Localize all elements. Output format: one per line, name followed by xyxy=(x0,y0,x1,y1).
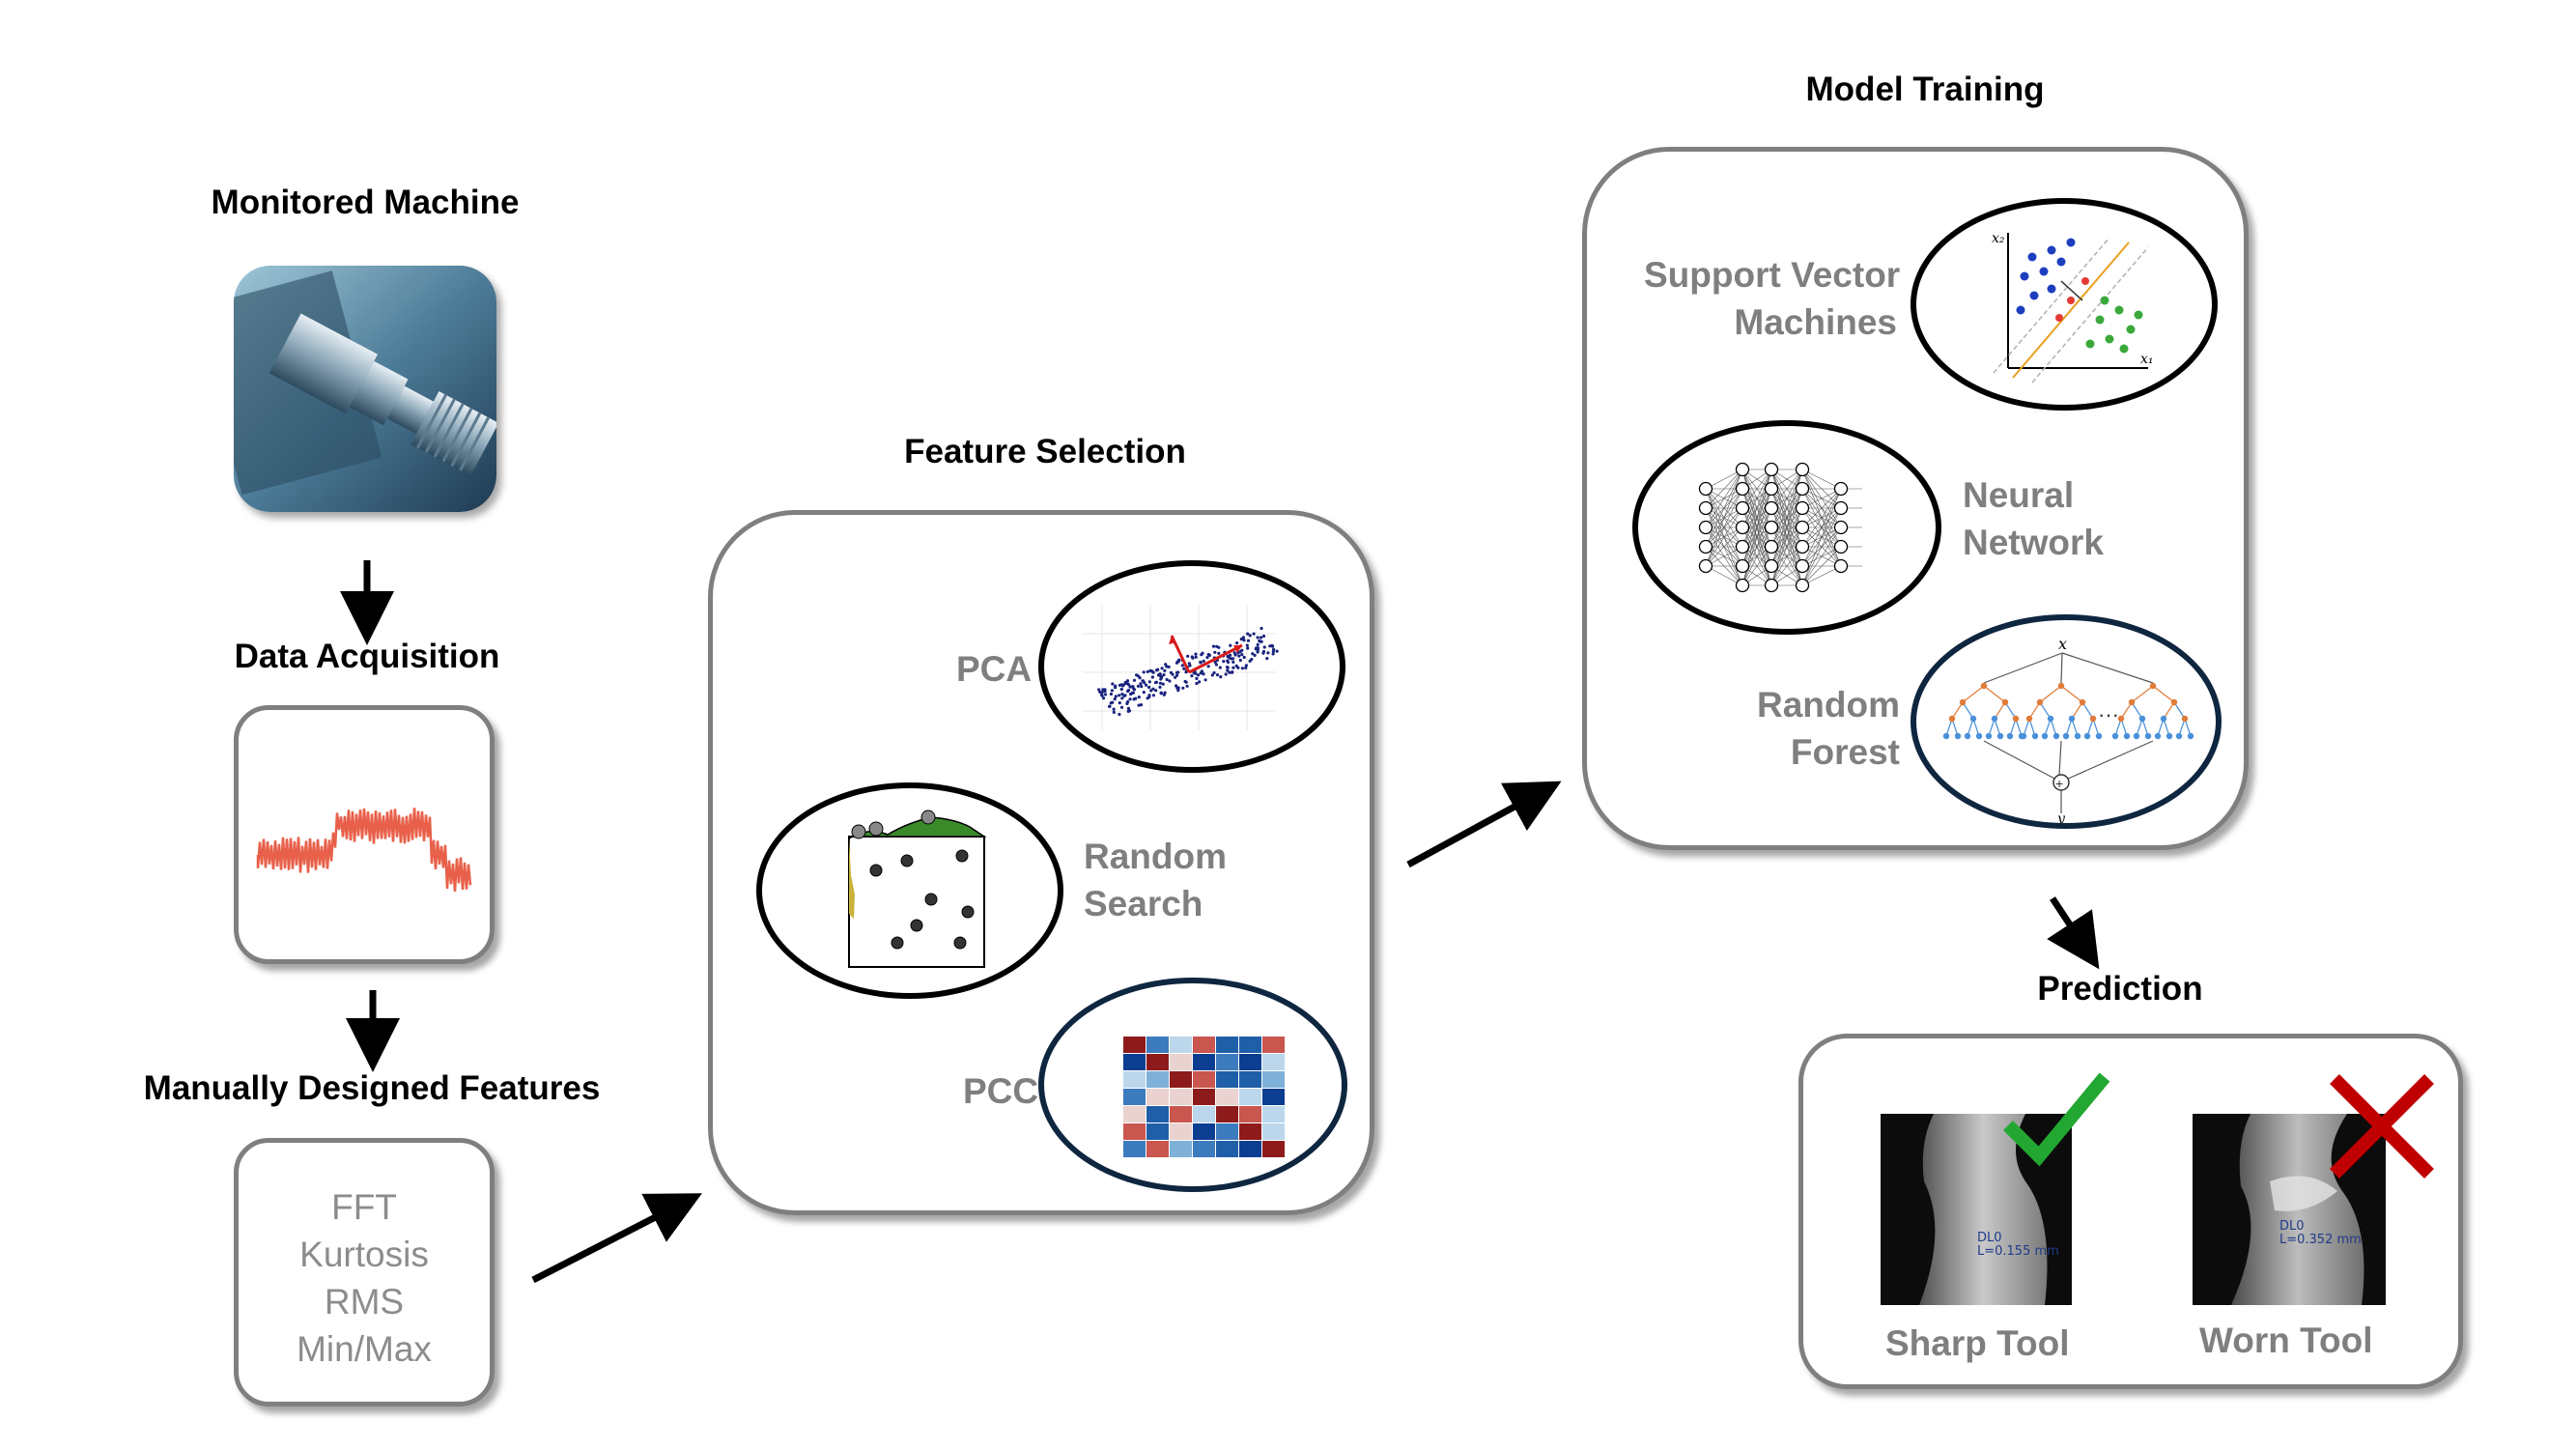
monitored-machine-title: Monitored Machine xyxy=(211,184,520,221)
svg-text:DL0: DL0 xyxy=(2279,1219,2305,1234)
svg-text:x: x xyxy=(2058,635,2067,653)
random-forest-oval: x ··· + y xyxy=(1911,614,2222,829)
pcc-label: PCC xyxy=(963,1071,1039,1111)
manual-features-box: FFT Kurtosis RMS Min/Max xyxy=(234,1138,495,1406)
pcc-heatmap-icon xyxy=(1123,1037,1285,1157)
prediction-box: DL0 L=0.155 mm Sharp Tool DL0 L=0.352 mm… xyxy=(1798,1034,2463,1389)
lathe-machine-image xyxy=(234,266,496,512)
signal-box xyxy=(234,705,495,964)
svg-text:···: ··· xyxy=(2098,702,2119,726)
random-forest-label: Random Forest xyxy=(1757,685,1900,772)
random-search-label: Random Search xyxy=(1084,837,1227,923)
neural-network-icon xyxy=(1698,462,1862,593)
random-search-icon xyxy=(848,810,987,968)
svg-text:x₁: x₁ xyxy=(2140,352,2154,367)
feature-selection-title: Feature Selection xyxy=(904,433,1186,470)
svm-plot-icon: x₂ x₁ xyxy=(1992,231,2154,384)
feature-rms: RMS xyxy=(324,1282,405,1321)
random-forest-icon: x ··· + y xyxy=(1942,635,2194,823)
arrow-icon xyxy=(1406,781,1562,868)
data-acquisition-title: Data Acquisition xyxy=(234,638,500,675)
feature-minmax: Min/Max xyxy=(297,1329,432,1369)
svm-label: Support Vector Machines xyxy=(1644,255,1901,342)
check-mark-icon xyxy=(2003,1072,2110,1167)
prediction-title: Prediction xyxy=(2037,970,2203,1008)
pcc-oval xyxy=(1038,978,1347,1192)
svg-text:y: y xyxy=(2056,811,2066,823)
svg-text:+: + xyxy=(2055,776,2063,791)
random-search-oval xyxy=(756,782,1063,999)
worn-tool-label: Worn Tool xyxy=(2199,1321,2373,1360)
features-list: FFT Kurtosis RMS Min/Max xyxy=(239,1183,490,1373)
cross-mark-icon xyxy=(2330,1074,2434,1179)
svg-text:L=0.155 mm: L=0.155 mm xyxy=(1977,1244,2059,1259)
pca-label: PCA xyxy=(956,649,1033,689)
model-training-title: Model Training xyxy=(1805,71,2045,108)
signal-waveform-icon xyxy=(256,808,472,893)
svm-oval: x₂ x₁ xyxy=(1911,198,2218,411)
pca-oval xyxy=(1038,560,1345,773)
pca-scatter-icon xyxy=(1083,605,1279,730)
svg-text:DL0: DL0 xyxy=(1977,1231,2002,1245)
manual-features-title: Manually Designed Features xyxy=(143,1069,601,1107)
neural-network-label: Neural Network xyxy=(1963,475,2104,562)
feature-kurtosis: Kurtosis xyxy=(299,1235,429,1274)
sharp-tool-label: Sharp Tool xyxy=(1885,1323,2070,1363)
svg-text:L=0.352 mm: L=0.352 mm xyxy=(2279,1233,2362,1247)
neural-network-oval xyxy=(1632,420,1941,635)
svg-text:x₂: x₂ xyxy=(1992,231,2005,246)
feature-fft: FFT xyxy=(331,1187,397,1227)
arrow-icon xyxy=(2047,896,2100,970)
arrow-icon xyxy=(531,1193,702,1284)
